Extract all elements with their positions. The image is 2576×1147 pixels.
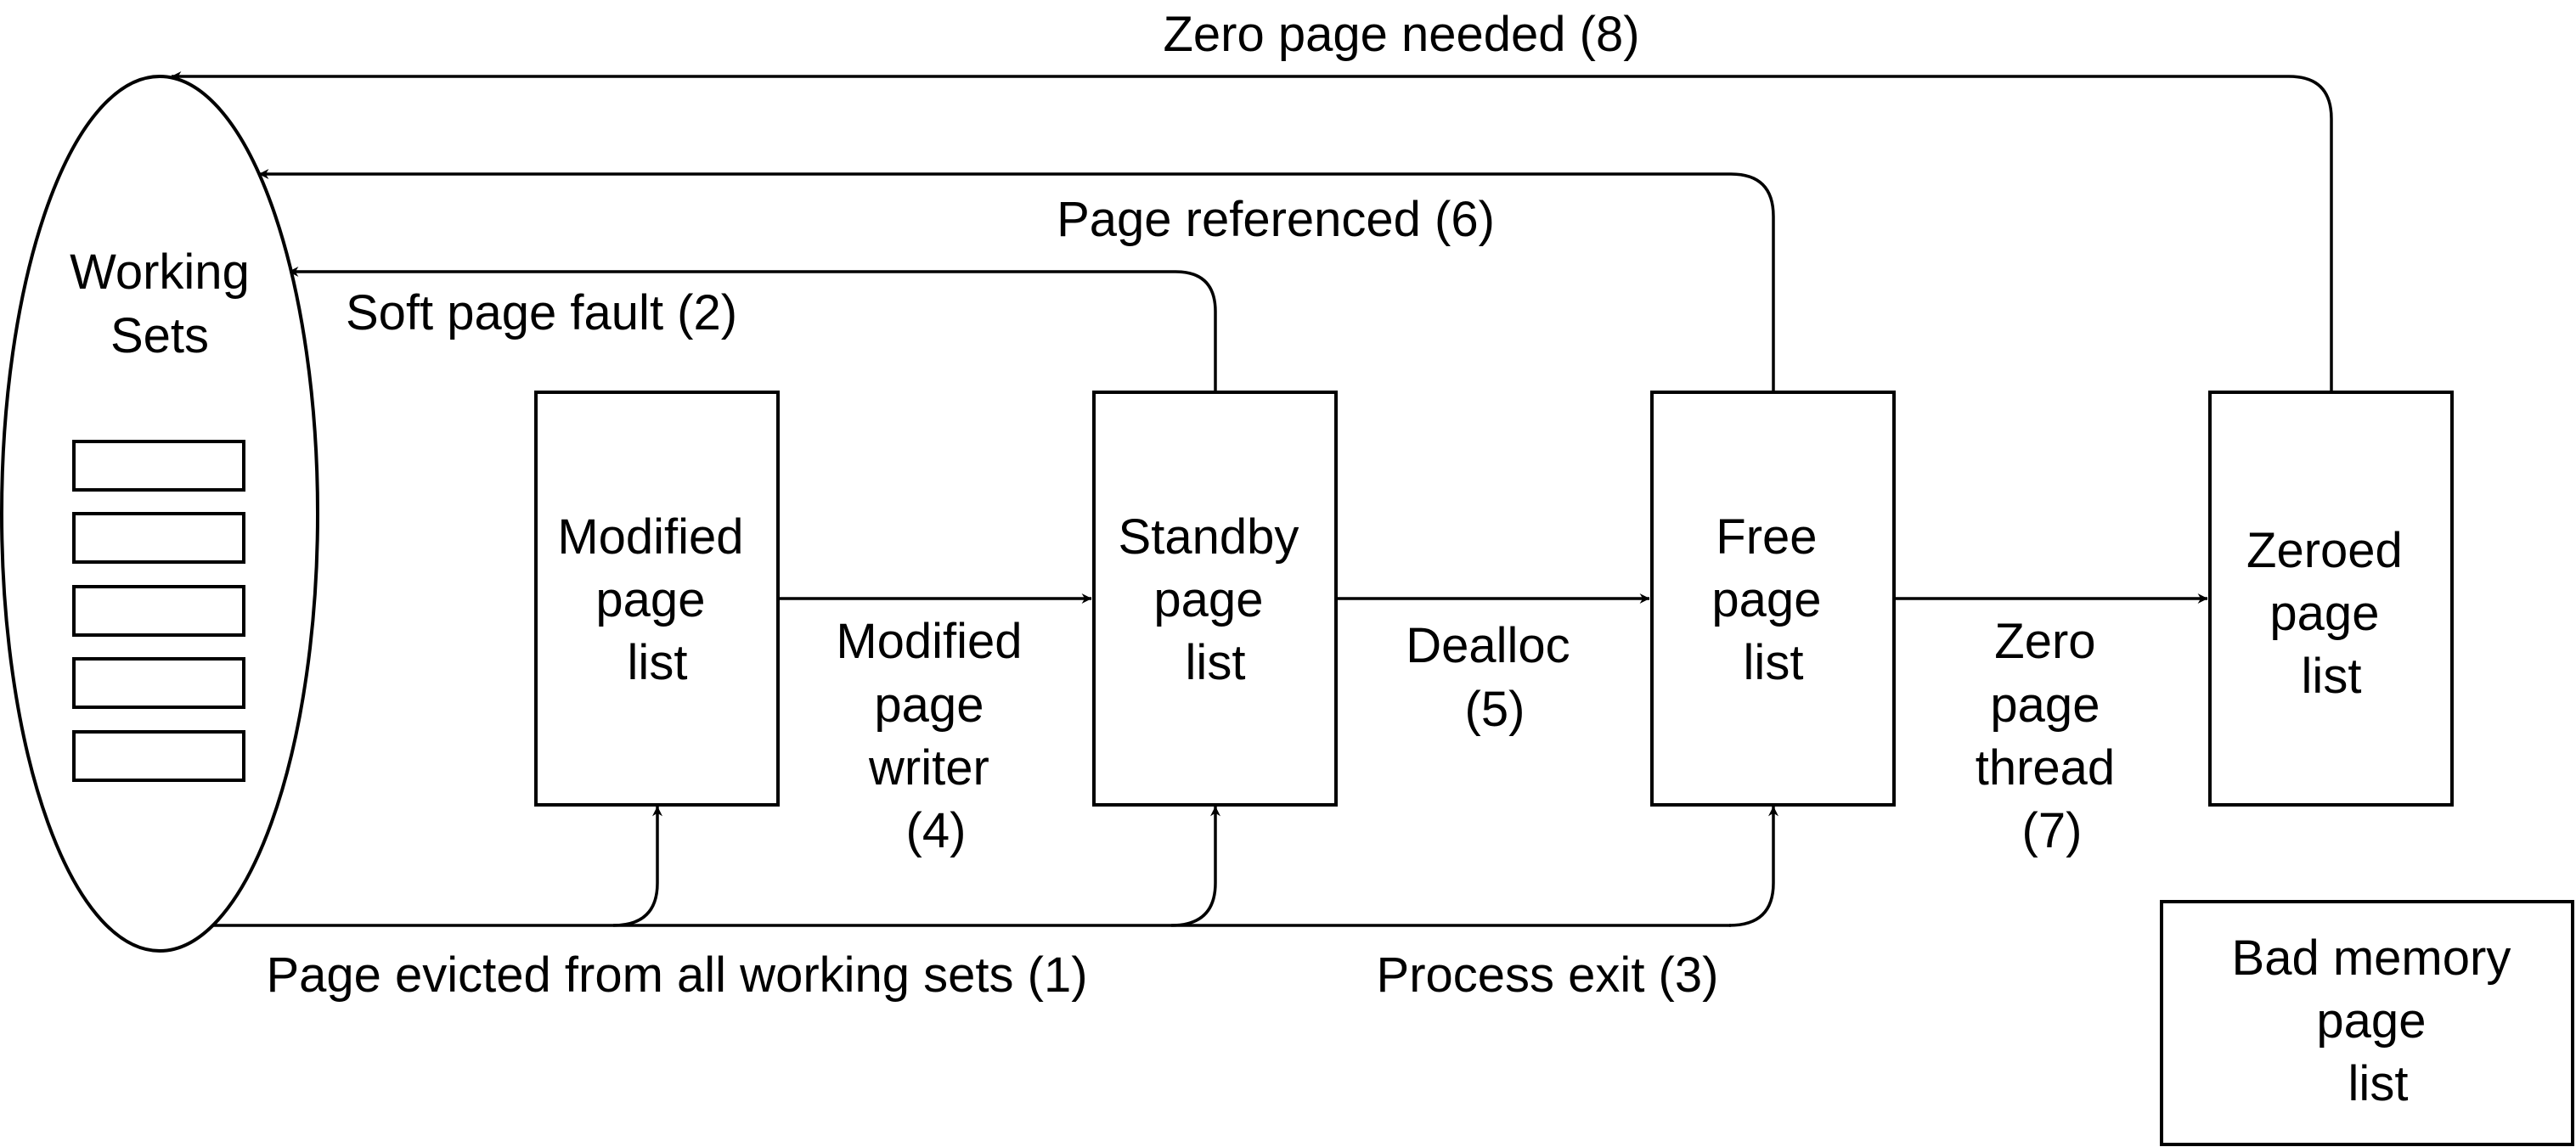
working-set-slot [72, 730, 245, 782]
zeroed-page-list-box [2208, 391, 2454, 807]
label-dealloc: Dealloc (5) [1406, 618, 1584, 737]
standby-page-list-label: Standby page list [1119, 509, 1313, 690]
label-zero-page-needed: Zero page needed (8) [1163, 7, 1639, 62]
working-sets-label-line1: Working [70, 245, 250, 300]
working-set-slot [72, 657, 245, 709]
free-page-list-label: Free page list [1711, 509, 1835, 690]
label-modified-page-writer: Modified page writer (4) [836, 614, 1035, 858]
working-set-slot [72, 440, 245, 492]
working-sets-label-line2: Sets [110, 308, 209, 363]
standby-page-list-box [1092, 391, 1338, 807]
label-soft-page-fault: Soft page fault (2) [346, 285, 737, 340]
bad-memory-page-list-label: Bad memory page list [2232, 931, 2525, 1111]
arrow-process-exit [1728, 806, 1778, 927]
bad-memory-page-list-box [2160, 900, 2574, 1146]
arrow-evicted-to-modified [612, 806, 662, 927]
modified-page-list-label: Modified page list [557, 509, 757, 690]
label-page-evicted: Page evicted from all working sets (1) [266, 947, 1087, 1003]
arrow-soft-page-fault [288, 267, 1217, 392]
arrow-evicted-to-standby [1170, 806, 1220, 927]
label-page-referenced: Page referenced (6) [1057, 192, 1495, 247]
label-zero-page-thread: Zero page thread (7) [1976, 614, 2129, 858]
zeroed-page-list-label: Zeroed page list [2246, 523, 2416, 704]
modified-page-list-box [534, 391, 780, 807]
label-process-exit: Process exit (3) [1377, 947, 1719, 1003]
arrow-zero-page-needed [171, 71, 2333, 392]
working-set-slot [72, 512, 245, 564]
working-set-slot [72, 585, 245, 637]
free-page-list-box [1650, 391, 1896, 807]
arrow-page-referenced [258, 169, 1775, 392]
